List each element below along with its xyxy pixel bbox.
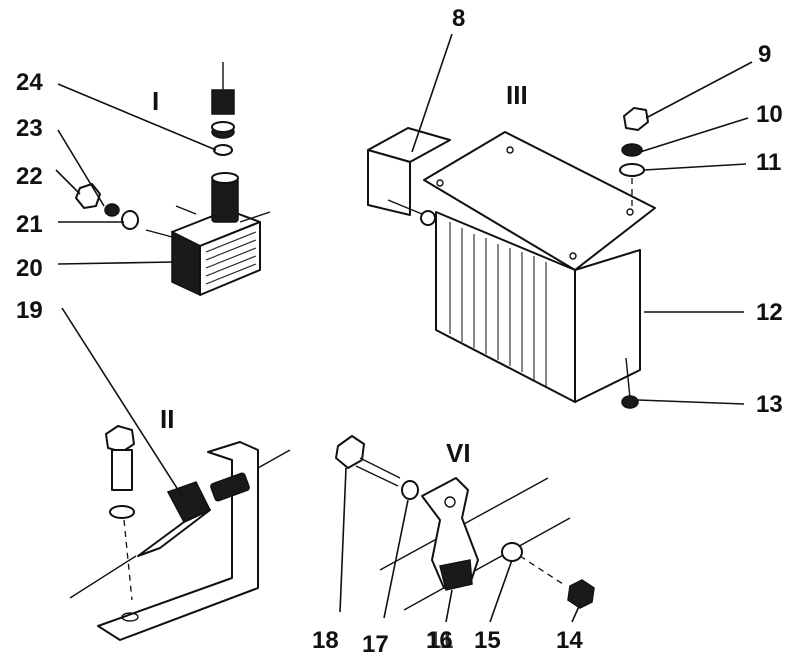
leader-13 [637, 399, 745, 405]
callout-13: 13 [756, 391, 783, 418]
callout-15: 15 [474, 627, 501, 654]
tube-lower-edge [403, 517, 571, 611]
clamp-shadow [439, 559, 473, 591]
callout-20: 20 [16, 255, 43, 282]
terminal-post [211, 177, 239, 223]
leader-22 [55, 169, 81, 195]
callout-14: 14 [556, 627, 583, 654]
assembly-vi [335, 435, 595, 611]
leader-11 [643, 163, 747, 171]
leader-9 [645, 61, 753, 119]
callout-9: 9 [758, 41, 771, 68]
bracket-bolt [387, 199, 423, 215]
bolt-shank [111, 449, 133, 491]
leader-16 [445, 589, 453, 623]
assembly-axis-ii [123, 519, 133, 601]
bolt-18-shank [355, 457, 401, 487]
callout-17: 17 [362, 631, 389, 658]
lock-washer-23 [104, 203, 120, 217]
callout-8: 8 [452, 5, 465, 32]
washer-11 [619, 163, 645, 177]
assembly-iii [367, 107, 656, 409]
washer-ii [109, 505, 135, 519]
threaded-screw [211, 89, 235, 115]
leader-19 [61, 307, 183, 497]
assembly-i [75, 62, 271, 297]
callout-22: 22 [16, 163, 43, 190]
stud-21 [145, 229, 177, 239]
group-label-i: I [152, 86, 159, 116]
cable [257, 449, 291, 469]
assembly-axis-vi [519, 555, 567, 587]
bolt-13-shank [625, 357, 631, 399]
lead-wire [69, 555, 137, 599]
nut-22 [75, 183, 101, 209]
rear-stud [175, 205, 197, 215]
callout-24: 24 [16, 69, 43, 96]
group-label-iii: III [506, 80, 528, 110]
lid-hole-2 [436, 179, 444, 187]
lid-hole-4 [569, 252, 577, 260]
side-stud [239, 211, 271, 223]
callout-21: 21 [16, 211, 43, 238]
nut-9 [623, 107, 649, 131]
coil-lid [423, 131, 656, 271]
lid-hole-3 [626, 208, 634, 216]
terminal-post-top [211, 172, 239, 184]
callout-11: 11 [756, 149, 781, 176]
nut-14 [567, 579, 595, 609]
assembly-ii [69, 425, 291, 641]
group-label-ii: II [160, 404, 174, 434]
leader-24 [57, 83, 217, 151]
coil-body-hatching [449, 222, 547, 386]
leader-15 [489, 559, 513, 623]
callout-12: 12 [756, 299, 783, 326]
callout-numbers: 8 9 10 11 12 13 14 15 16 11 17 18 19 20 … [16, 5, 783, 658]
bolt-head [105, 425, 135, 453]
leader-23 [57, 129, 105, 207]
callout-16: 16 [426, 627, 453, 654]
leader-20 [57, 261, 175, 265]
washer-21 [121, 210, 139, 230]
callout-19: 19 [16, 297, 43, 324]
callout-10: 10 [756, 101, 783, 128]
block-20-hatching [205, 231, 257, 285]
lock-washer-10 [621, 143, 643, 157]
lid-hole-1 [506, 146, 514, 154]
nut-upper-top [211, 121, 235, 133]
washer-15 [501, 542, 523, 562]
bolt-13-head [621, 395, 639, 409]
sensor-19-body [137, 509, 211, 557]
leader-8 [411, 33, 453, 153]
callout-23: 23 [16, 115, 43, 142]
washer-17 [401, 480, 419, 500]
leader-10 [639, 117, 749, 153]
washer-24 [213, 144, 233, 156]
leader-17 [383, 499, 409, 619]
leader-18 [339, 467, 347, 613]
bracket-slot [121, 612, 139, 622]
bracket-8-front [367, 149, 411, 216]
sensor-thread [210, 472, 250, 502]
callout-18: 18 [312, 627, 339, 654]
callout-16-overprint: 11 [428, 627, 453, 654]
bracket-bolt-head [420, 210, 436, 226]
group-label-vi: VI [446, 438, 471, 468]
bolt-18-head [335, 435, 365, 469]
clamp-hole [444, 496, 456, 508]
l-bracket [97, 441, 259, 641]
leader-14 [571, 603, 581, 623]
leader-lines [55, 33, 753, 623]
coil-body-side [574, 249, 641, 403]
